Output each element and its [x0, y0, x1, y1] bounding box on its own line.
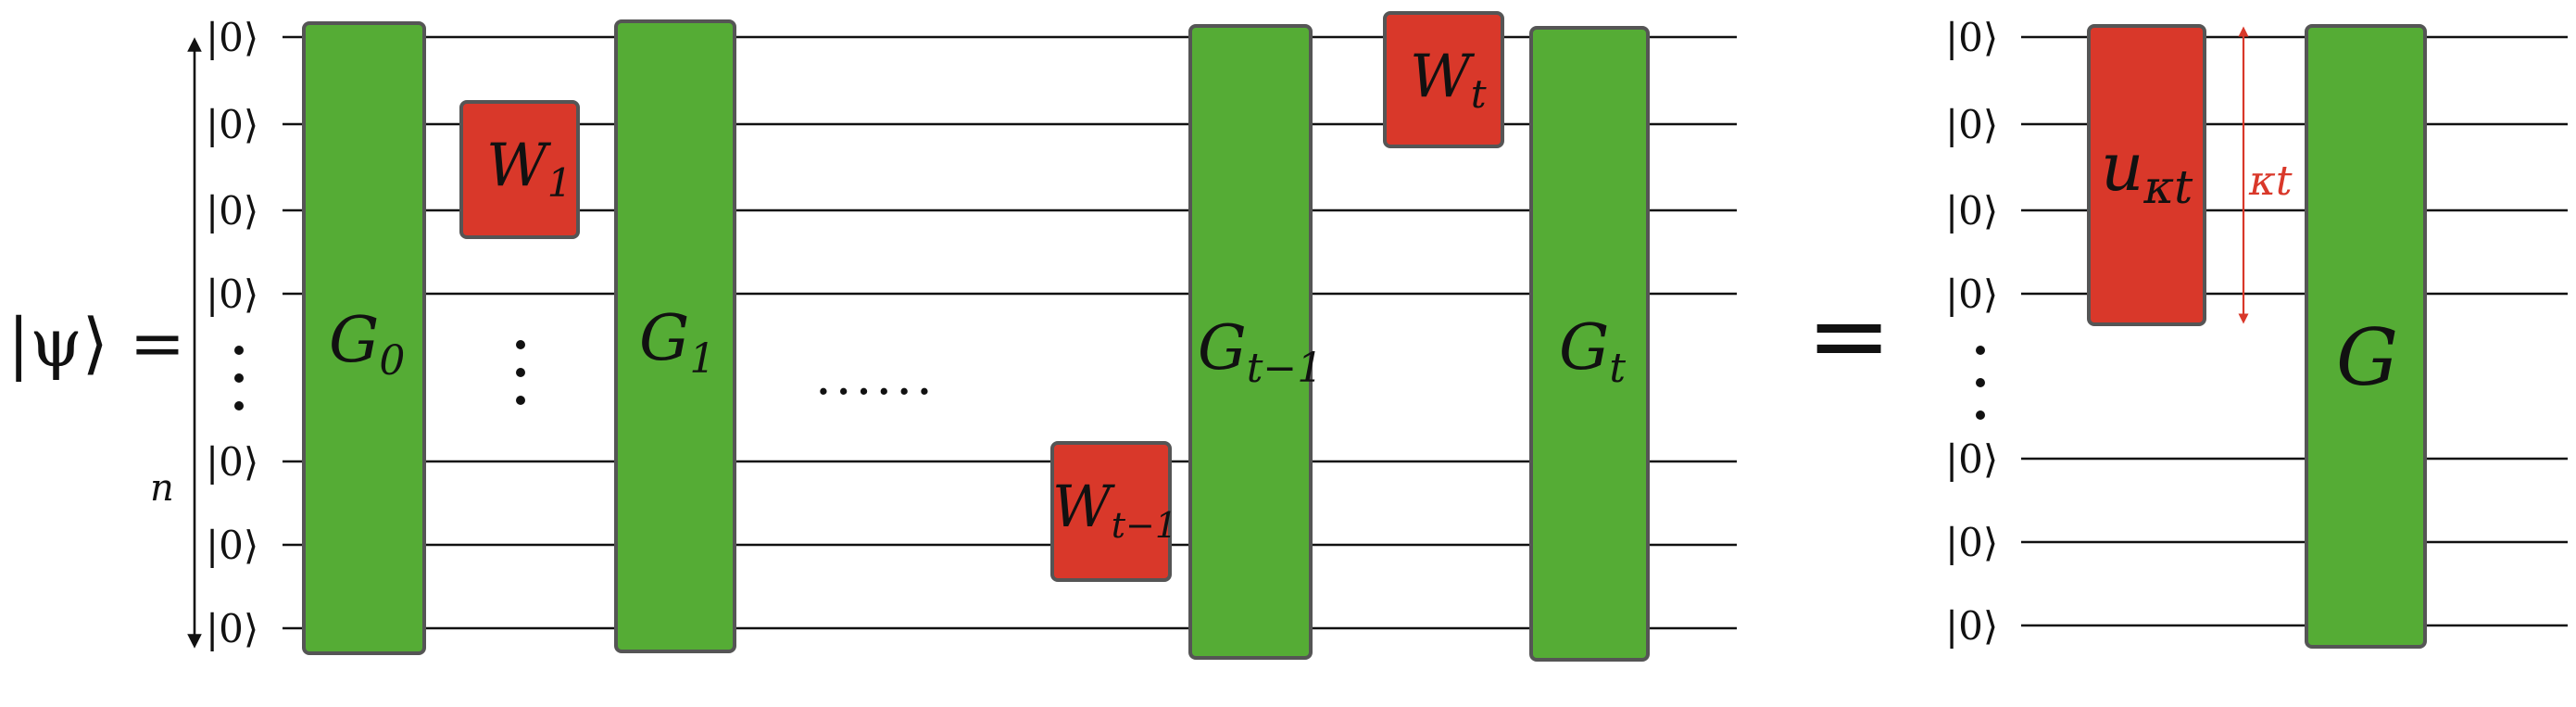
gate-w1-label: W1	[486, 132, 572, 206]
left-ket-6: |0⟩	[206, 523, 258, 568]
right-ket-2: |0⟩	[1945, 102, 1998, 147]
gate-g1: G1	[614, 19, 736, 653]
left-ket-7: |0⟩	[206, 606, 258, 651]
gate-w1: W1	[459, 100, 580, 239]
gate-g0: G0	[302, 21, 426, 655]
gate-gt-minus-1-label: Gt−1	[1198, 312, 1323, 392]
gate-wt-minus-1-label: Wt−1	[1052, 473, 1177, 546]
right-wires	[2021, 35, 2568, 627]
left-ket-3: |0⟩	[206, 188, 258, 234]
gate-gt: Gt	[1529, 26, 1650, 662]
gate-g0-label: G0	[329, 304, 405, 385]
gate-g: G	[2305, 24, 2427, 649]
right-vertical-dots	[1976, 346, 1985, 420]
gate-u-kt: uκt	[2087, 24, 2206, 326]
n-label: n	[150, 467, 174, 510]
gate-wt-label: Wt	[1410, 43, 1487, 117]
psi-equals-label: |ψ⟩ =	[7, 304, 185, 382]
gate-g1-label: G1	[639, 302, 715, 383]
gate-u-kt-label: uκt	[2101, 128, 2193, 214]
equals-sign: =	[1806, 276, 1891, 395]
gate-g-label: G	[2336, 312, 2398, 403]
right-ket-6: |0⟩	[1945, 520, 1998, 565]
left-vertical-dots	[234, 346, 244, 410]
right-ket-4: |0⟩	[1945, 271, 1998, 317]
left-ket-2: |0⟩	[206, 102, 258, 147]
gate-gt-label: Gt	[1559, 311, 1626, 392]
horizontal-ellipsis: ......	[815, 347, 936, 407]
gate-gt-minus-1: Gt−1	[1188, 24, 1323, 660]
right-ket-1: |0⟩	[1945, 15, 1998, 60]
left-kets: |0⟩ |0⟩ |0⟩ |0⟩ |0⟩ |0⟩ |0⟩	[206, 15, 258, 651]
kt-span-label: κt	[2248, 158, 2293, 205]
gate-wt-minus-1: Wt−1	[1050, 441, 1177, 582]
gate-wt: Wt	[1383, 11, 1504, 148]
left-ket-5: |0⟩	[206, 439, 258, 485]
right-ket-5: |0⟩	[1945, 436, 1998, 482]
left-ket-4: |0⟩	[206, 271, 258, 317]
middle-vertical-dots	[516, 340, 525, 405]
right-kets: |0⟩ |0⟩ |0⟩ |0⟩ |0⟩ |0⟩ |0⟩	[1945, 15, 1998, 649]
right-ket-7: |0⟩	[1945, 603, 1998, 649]
left-ket-1: |0⟩	[206, 15, 258, 60]
right-ket-3: |0⟩	[1945, 188, 1998, 234]
